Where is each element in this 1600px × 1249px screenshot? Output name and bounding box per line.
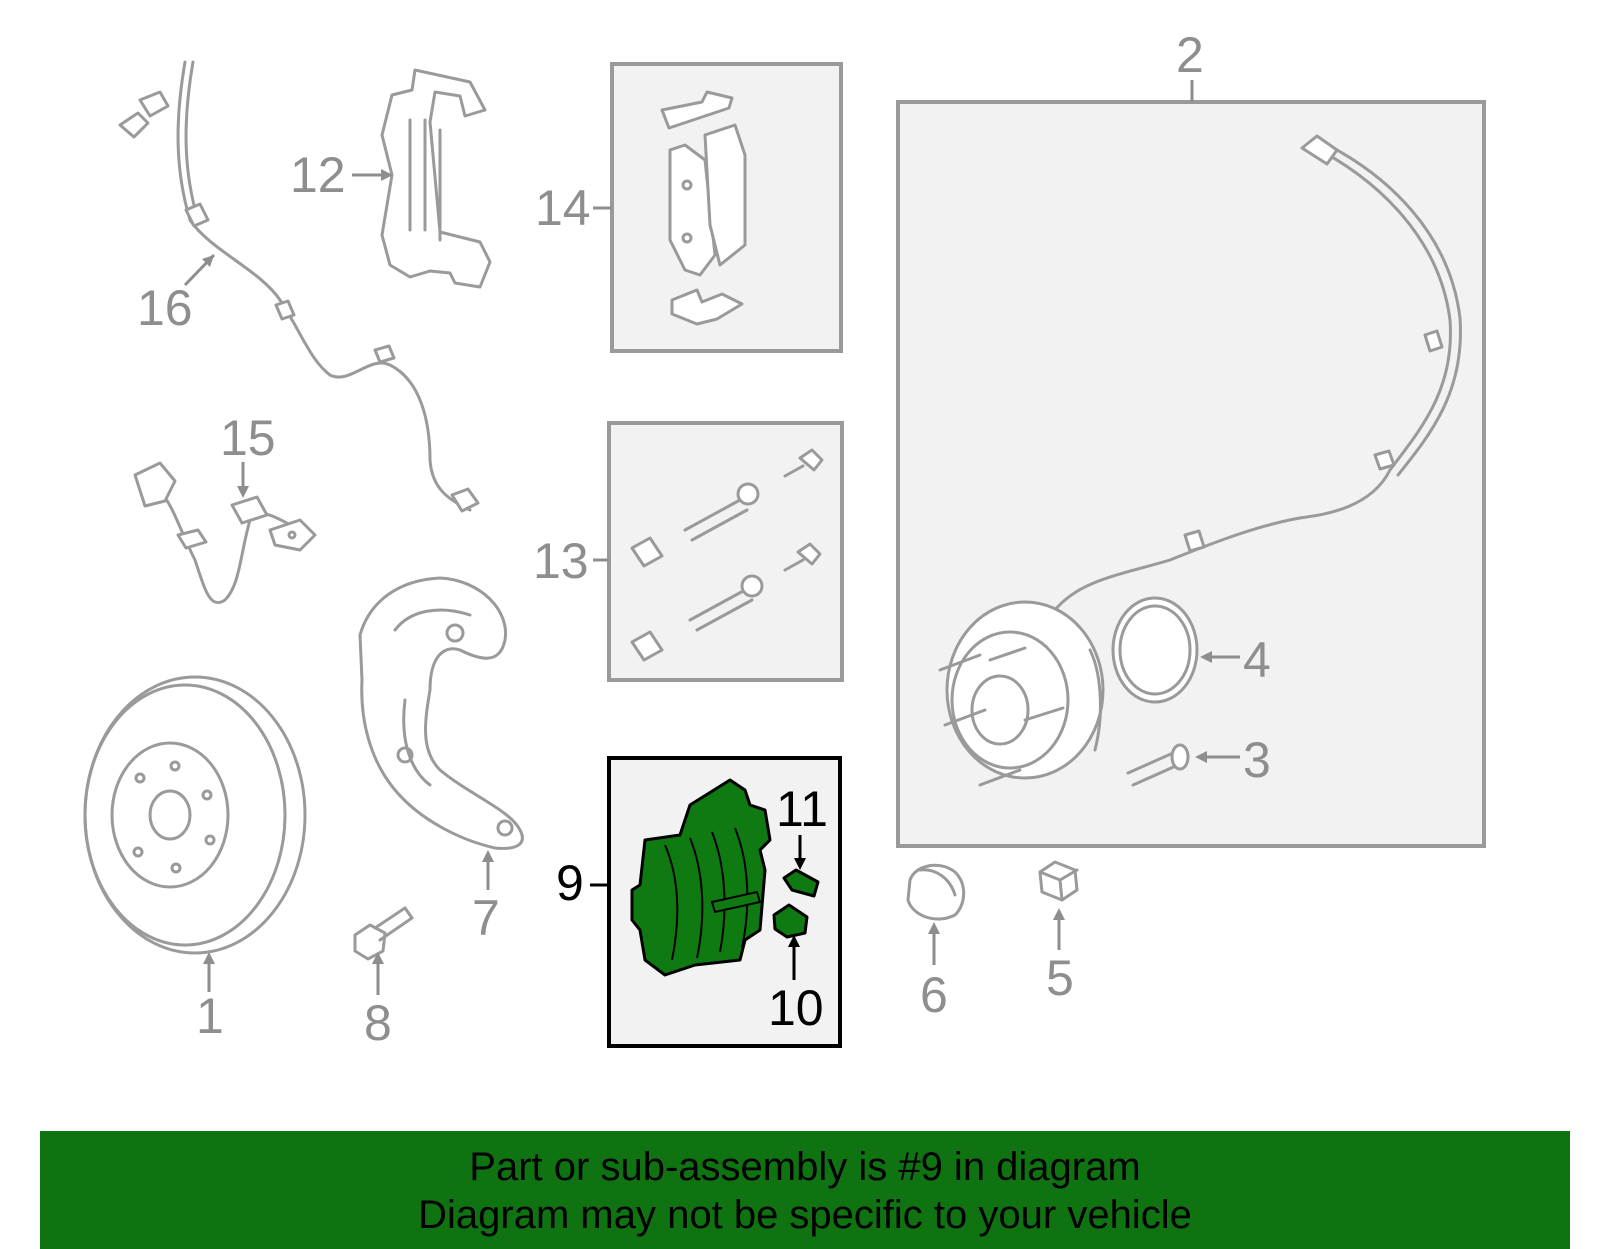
- part-5-nut[interactable]: [1038, 860, 1079, 902]
- callout-11: 11: [776, 781, 828, 837]
- arrowhead-12: [381, 169, 393, 181]
- callout-15: 15: [220, 410, 276, 466]
- arrowhead-5: [1053, 908, 1065, 920]
- part-12-caliper-bracket[interactable]: [380, 68, 492, 289]
- callout-1: 1: [196, 988, 224, 1044]
- callout-13: 13: [533, 533, 589, 589]
- arrowhead-8: [372, 952, 384, 964]
- arrowhead-4: [1200, 651, 1212, 663]
- arrowhead-3: [1195, 751, 1207, 763]
- arrowhead-7: [482, 850, 494, 862]
- part-2-hub-bearing[interactable]: [938, 134, 1462, 787]
- callout-12: 12: [290, 147, 346, 203]
- part-7-dust-shield[interactable]: [358, 576, 524, 850]
- info-banner: Part or sub-assembly is #9 in diagram Di…: [40, 1131, 1570, 1249]
- banner-line-2: Diagram may not be specific to your vehi…: [418, 1193, 1192, 1237]
- part-6-dust-cap[interactable]: [906, 863, 966, 921]
- arrowhead-1: [203, 952, 215, 964]
- part-9-brake-caliper[interactable]: [630, 778, 772, 977]
- arrowhead-6: [928, 922, 940, 934]
- part-8-bolt[interactable]: [353, 906, 414, 961]
- part-4-seal-ring[interactable]: [1111, 596, 1199, 704]
- part-16-abs-wire[interactable]: [118, 60, 480, 513]
- callout-3: 3: [1243, 732, 1271, 788]
- part-15-abs-harness[interactable]: [133, 461, 317, 604]
- callout-10: 10: [768, 980, 824, 1036]
- callout-6: 6: [920, 967, 948, 1023]
- arrowhead-15: [237, 486, 249, 498]
- callout-9: 9: [556, 855, 584, 911]
- callout-7: 7: [472, 890, 500, 946]
- banner-line-1: Part or sub-assembly is #9 in diagram: [469, 1145, 1141, 1189]
- arrowhead-16: [202, 255, 214, 267]
- part-14-brake-pads[interactable]: [660, 90, 747, 326]
- callout-16: 16: [137, 280, 193, 336]
- callout-14: 14: [535, 180, 591, 236]
- callout-2: 2: [1176, 27, 1204, 83]
- callout-8: 8: [364, 995, 392, 1051]
- arrowhead-11: [794, 858, 806, 870]
- part-11-pin-boot[interactable]: [782, 868, 820, 898]
- part-13-caliper-pins[interactable]: [630, 448, 824, 662]
- part-10-bushing[interactable]: [772, 903, 809, 939]
- callout-5: 5: [1046, 950, 1074, 1006]
- arrowhead-10: [788, 935, 800, 947]
- callout-4: 4: [1243, 632, 1271, 688]
- part-1-brake-rotor[interactable]: [83, 675, 307, 955]
- part-3-hub-bolt[interactable]: [1126, 743, 1190, 787]
